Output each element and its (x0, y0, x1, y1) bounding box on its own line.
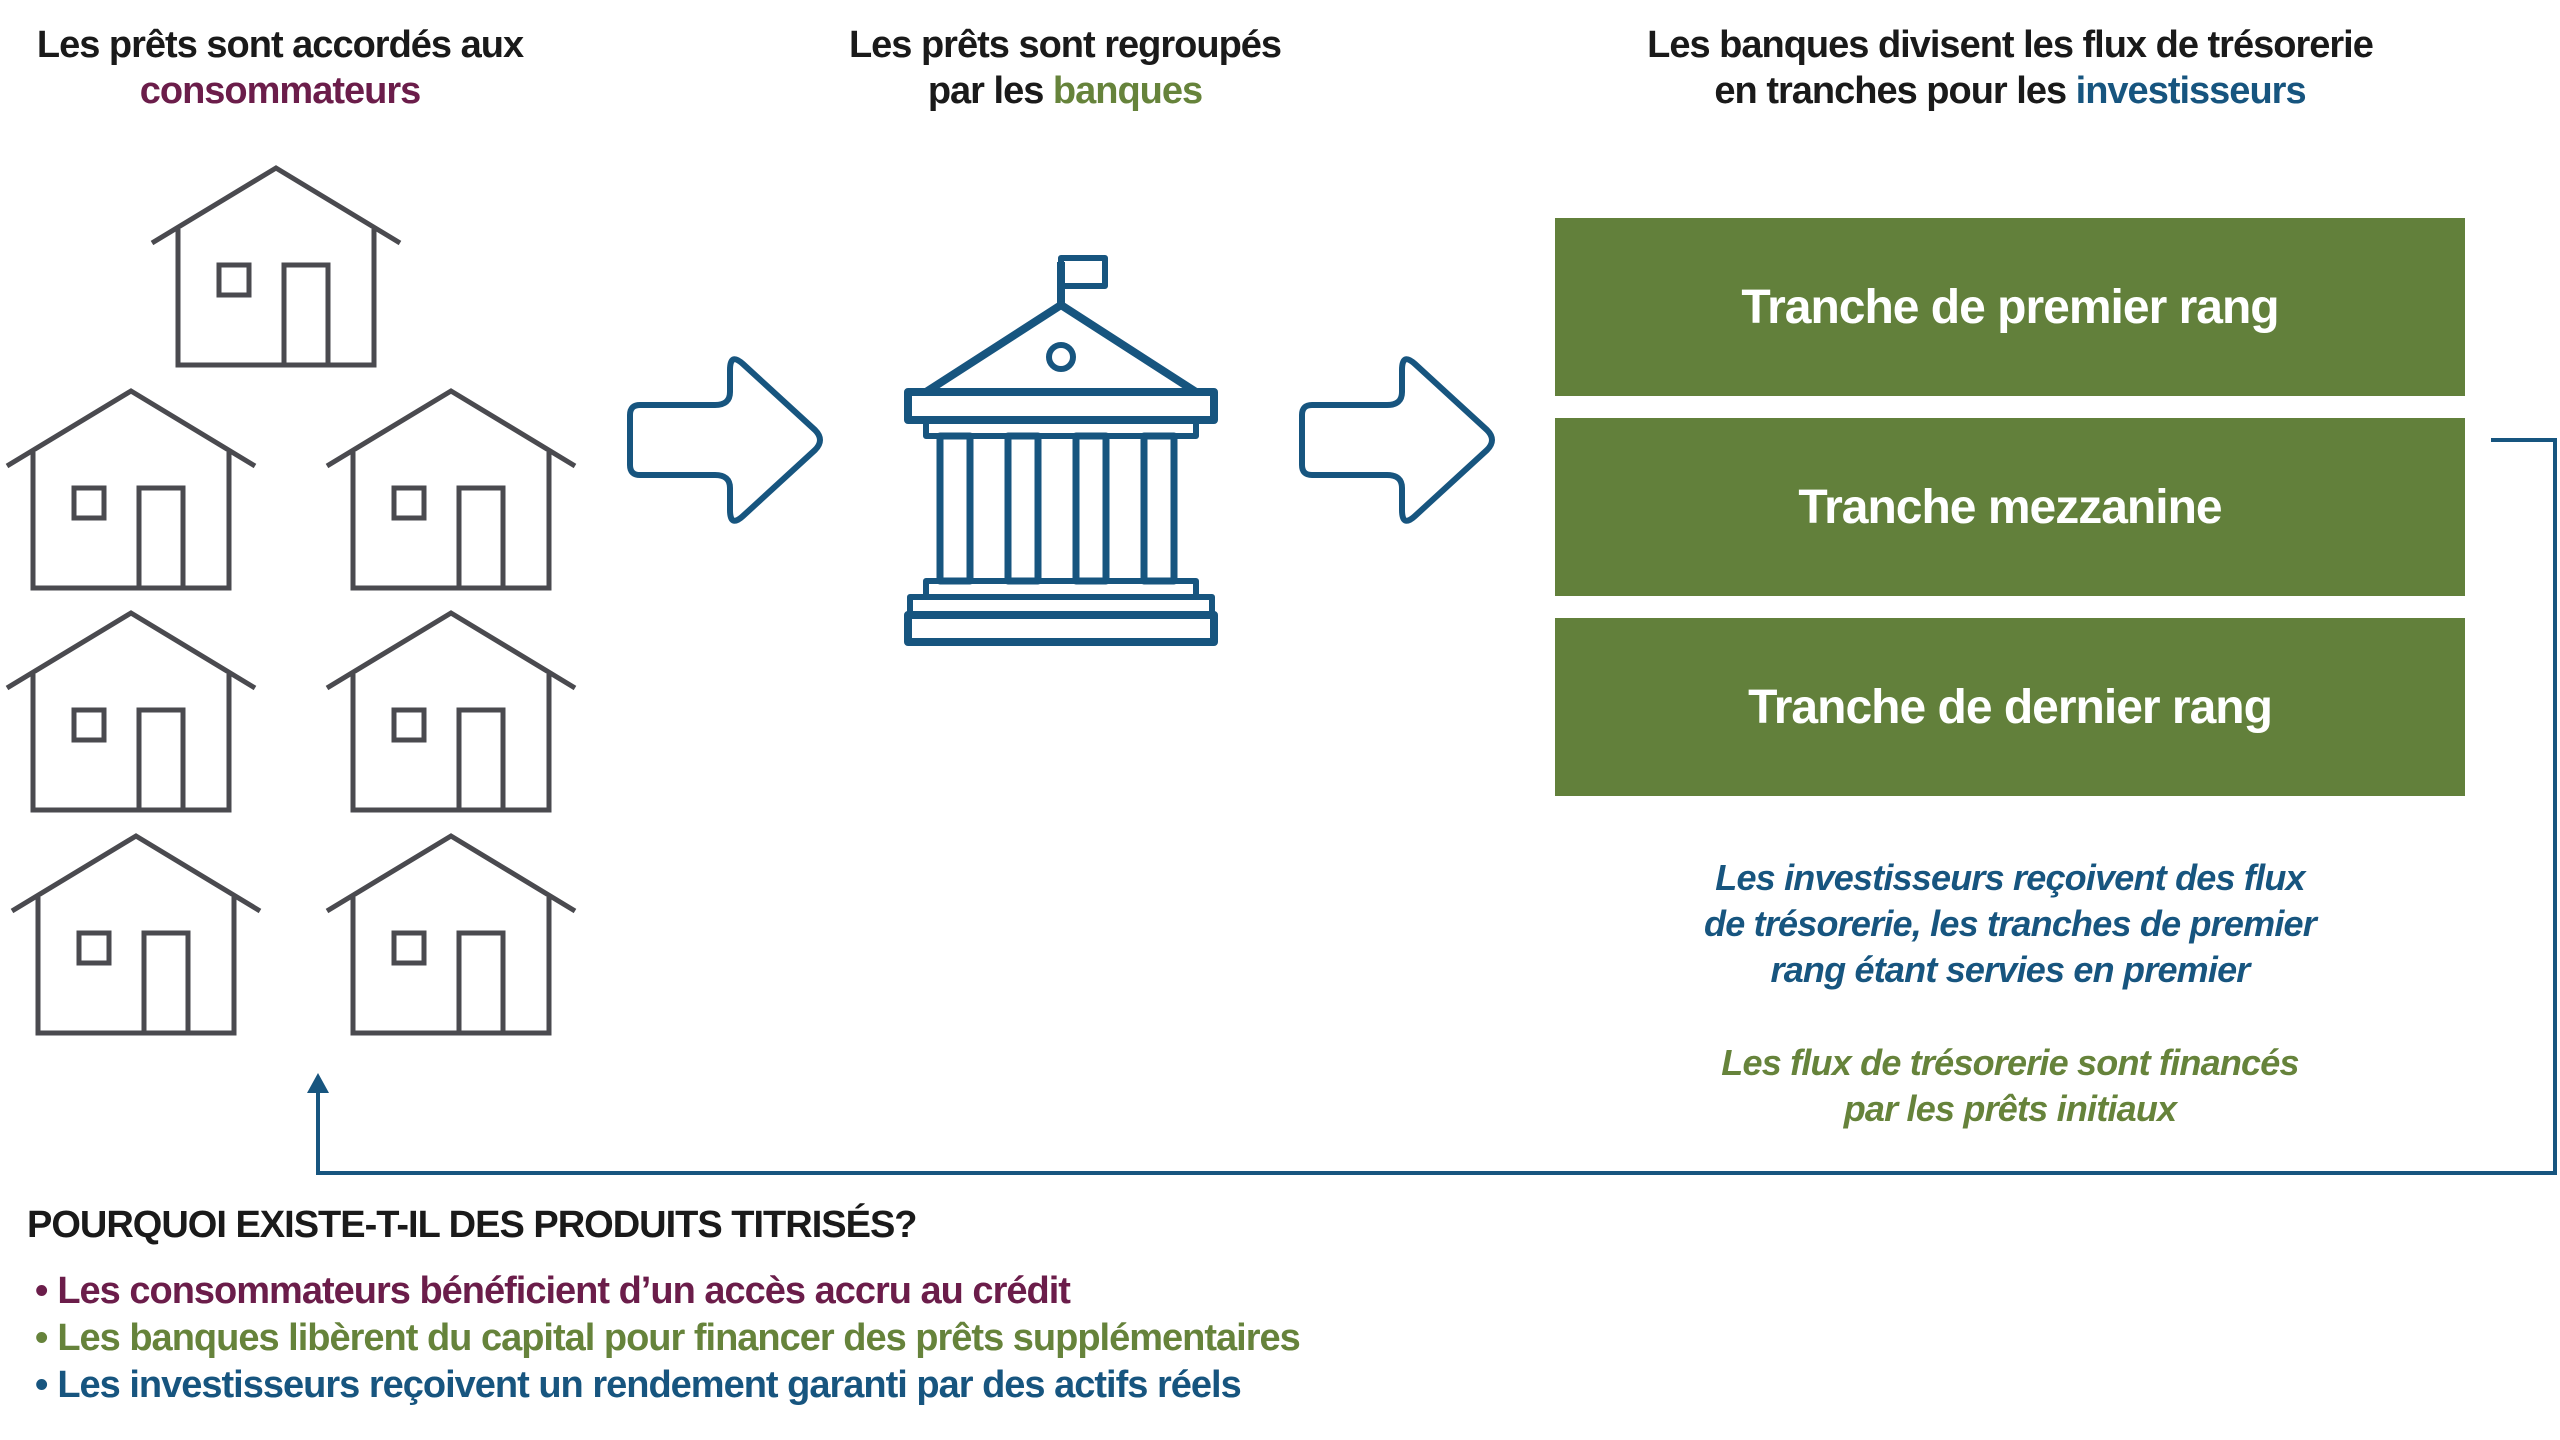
house-icon (327, 613, 575, 810)
house-icon (12, 836, 260, 1033)
heading-banks-highlight: banques (1052, 70, 1203, 112)
bank-building-icon (904, 255, 1218, 646)
note-investors-paid-line: Les investisseurs reçoivent des flux (1715, 857, 2305, 898)
tranche-senior-label: Tranche de premier rang (1741, 280, 2279, 334)
tranche-mezzanine-label: Tranche mezzanine (1798, 480, 2222, 534)
tranche-junior: Tranche de dernier rang (1555, 618, 2465, 796)
note-investors-paid-line: de trésorerie, les tranches de premier (1704, 903, 2317, 944)
heading-banks-prefix: par les (927, 70, 1053, 112)
tranche-senior: Tranche de premier rang (1555, 218, 2465, 396)
heading-banks-line2: par les banques (800, 68, 1330, 114)
heading-investors-line1: Les banques divisent les flux de trésore… (1647, 24, 2374, 66)
note-funded-by-loans: Les flux de trésorerie sont financés par… (1555, 1040, 2465, 1132)
tranche-mezzanine: Tranche mezzanine (1555, 418, 2465, 596)
why-item-text: Les consommateurs bénéficient d’un accès… (57, 1270, 1071, 1312)
right-arrow-icon (627, 356, 823, 524)
why-item-text: Les investisseurs reçoivent un rendement… (57, 1364, 1241, 1406)
house-icon (327, 836, 575, 1033)
cash-flow-return-line (316, 438, 2557, 1175)
note-investors-paid-line: rang étant servies en premier (1770, 949, 2250, 990)
heading-consumers-line1: Les prêts sont accordés aux (36, 24, 524, 66)
heading-banks-line1: Les prêts sont regroupés (848, 24, 1282, 66)
heading-investors-highlight: investisseurs (2075, 70, 2307, 112)
bullet: • (35, 1364, 48, 1406)
why-item-banks: •Les banques libèrent du capital pour fi… (35, 1315, 1301, 1362)
why-title: POURQUOI EXISTE-T-IL DES PRODUITS TITRIS… (27, 1204, 918, 1246)
bullet: • (35, 1270, 48, 1312)
why-item-investors: •Les investisseurs reçoivent un rendemen… (35, 1362, 1300, 1409)
up-arrowhead-icon (307, 1073, 329, 1093)
heading-investors-line2: en tranches pour les investisseurs (1555, 68, 2465, 114)
note-funded-by-loans-line: par les prêts initiaux (1843, 1088, 2177, 1129)
why-item-consumers: •Les consommateurs bénéficient d’un accè… (35, 1268, 1300, 1315)
house-icon (152, 168, 400, 365)
heading-investors-prefix: en tranches pour les (1714, 70, 2076, 112)
tranche-junior-label: Tranche de dernier rang (1748, 680, 2273, 734)
right-arrow-icon (1299, 356, 1495, 524)
heading-consumers-highlight: consommateurs (139, 70, 422, 112)
house-icon (7, 613, 255, 810)
heading-banks: Les prêts sont regroupés par les banques (800, 22, 1330, 114)
why-item-text: Les banques libèrent du capital pour fin… (57, 1317, 1300, 1359)
heading-investors: Les banques divisent les flux de trésore… (1555, 22, 2465, 114)
why-list: •Les consommateurs bénéficient d’un accè… (35, 1268, 1301, 1409)
house-icon (327, 391, 575, 588)
note-funded-by-loans-line: Les flux de trésorerie sont financés (1721, 1042, 2299, 1083)
house-icon (7, 391, 255, 588)
heading-consumers: Les prêts sont accordés aux consommateur… (20, 22, 540, 114)
bullet: • (35, 1317, 48, 1359)
note-investors-paid: Les investisseurs reçoivent des flux de … (1555, 855, 2465, 993)
